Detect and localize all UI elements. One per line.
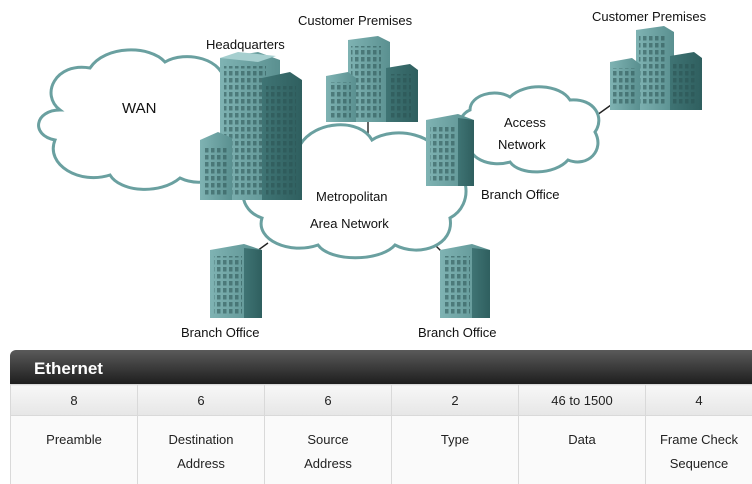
branch-office-right-label: Branch Office <box>481 187 560 202</box>
customer-premises-left-label: Customer Premises <box>298 13 413 28</box>
field-name-line: Sequence <box>669 456 729 471</box>
ethernet-frame-table: Ethernet 8 6 6 2 46 to 1500 4 Preamble D… <box>10 350 752 484</box>
field-size-row: 8 6 6 2 46 to 1500 4 <box>10 384 752 416</box>
wan-label: WAN <box>122 100 156 117</box>
headquarters-label: Headquarters <box>206 37 285 52</box>
field-size-cell: 6 <box>264 384 392 416</box>
field-name-line: Address <box>304 456 352 471</box>
field-name-line: Preamble <box>46 432 102 447</box>
field-size-cell: 2 <box>391 384 519 416</box>
field-name-cell: Data <box>518 415 646 484</box>
field-name-line: Destination <box>168 432 234 447</box>
network-diagram: WAN Headquarters Customer Premises Custo… <box>37 9 707 340</box>
field-name-cell: Frame Check Sequence <box>645 415 752 484</box>
metro-network-label-line2: Area Network <box>310 216 389 231</box>
customer-premises-left-building-icon <box>326 36 418 122</box>
access-network-label-line2: Network <box>498 137 546 152</box>
branch-office-right-building-icon <box>426 114 474 186</box>
field-name-row: Preamble Destination Address Source Addr… <box>10 415 752 484</box>
ethernet-header: Ethernet <box>10 350 752 384</box>
field-name-cell: Source Address <box>264 415 392 484</box>
branch-office-bottom-right-label: Branch Office <box>418 325 497 340</box>
customer-premises-right-label: Customer Premises <box>592 9 707 24</box>
field-name-line: Data <box>568 432 596 447</box>
access-network-label-line1: Access <box>504 115 546 130</box>
field-name-line: Source <box>307 432 349 447</box>
branch-office-bottom-left-label: Branch Office <box>181 325 260 340</box>
field-name-cell: Type <box>391 415 519 484</box>
field-size-cell: 4 <box>645 384 752 416</box>
branch-office-bottom-right-building-icon <box>440 244 490 318</box>
field-size-cell: 46 to 1500 <box>518 384 646 416</box>
field-name-cell: Preamble <box>10 415 138 484</box>
headquarters-building-icon <box>200 52 302 200</box>
field-name-line: Address <box>177 456 225 471</box>
field-name-cell: Destination Address <box>137 415 265 484</box>
field-size-cell: 8 <box>10 384 138 416</box>
metro-network-label-line1: Metropolitan <box>316 189 388 204</box>
field-size-cell: 6 <box>137 384 265 416</box>
field-name-line: Frame Check <box>659 432 739 447</box>
branch-office-bottom-left-building-icon <box>210 244 262 318</box>
ethernet-fields-table: 8 6 6 2 46 to 1500 4 Preamble Destinatio… <box>10 384 752 484</box>
customer-premises-right-building-icon <box>610 26 702 110</box>
field-name-line: Type <box>440 432 470 447</box>
